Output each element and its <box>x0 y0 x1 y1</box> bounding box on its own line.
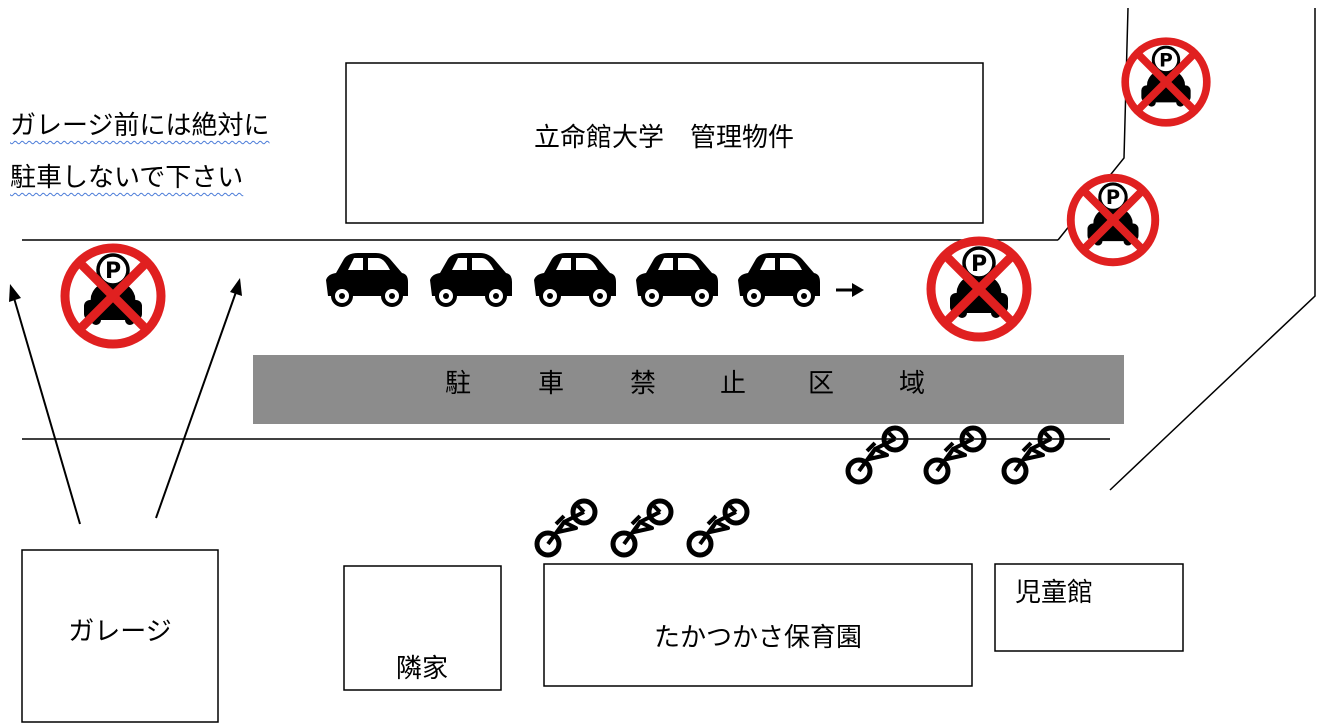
bicycle-icon <box>848 428 906 482</box>
car-icon <box>634 251 720 307</box>
bicycle-icon <box>926 428 984 482</box>
zone-char-3: 禁 <box>630 369 656 399</box>
nursery-building <box>543 563 973 687</box>
garage-arrow-left <box>13 297 81 525</box>
zone-char-5: 区 <box>808 369 834 399</box>
no-parking-icon <box>1071 178 1155 262</box>
bicycle-icon <box>689 501 747 555</box>
warning-line-1: ガレージ前には絶対に <box>10 111 270 141</box>
childrens-hall-building <box>994 563 1184 652</box>
nursery-label: たかつかさ保育園 <box>654 623 862 653</box>
zone-char-1: 駐 <box>445 369 471 399</box>
car-icon <box>736 251 822 307</box>
neighbor-label: 隣家 <box>396 654 448 684</box>
bicycle-icon <box>537 501 595 555</box>
road-right-line <box>1109 8 1316 491</box>
garage-building <box>21 549 219 723</box>
no-parking-icon <box>65 248 161 344</box>
car-icon <box>324 251 410 307</box>
no-parking-icon <box>1125 41 1207 123</box>
neighbor-house <box>343 565 502 691</box>
warning-text: ガレージ前には絶対に 駐車しないで下さい <box>10 100 269 204</box>
zone-char-2: 車 <box>538 369 564 399</box>
ritsumeikan-label: 立命館大学 管理物件 <box>534 123 794 153</box>
no-parking-zone <box>253 355 1124 424</box>
arrow-head-icon <box>9 284 21 302</box>
arrow-head-icon <box>852 283 864 297</box>
garage-arrow-right <box>155 291 237 519</box>
car-icon <box>428 251 514 307</box>
arrow-head-icon <box>230 278 242 296</box>
car-icon <box>532 251 618 307</box>
bicycle-icon <box>1004 428 1062 482</box>
childrens-hall-label: 児童館 <box>1015 578 1093 608</box>
zone-char-4: 止 <box>720 369 746 399</box>
bicycle-icon <box>613 501 671 555</box>
ritsumeikan-building <box>345 62 984 224</box>
warning-line-2: 駐車しないで下さい <box>10 163 244 193</box>
zone-char-6: 域 <box>899 369 925 399</box>
garage-label: ガレージ <box>68 617 171 647</box>
no-parking-icon <box>931 241 1027 337</box>
